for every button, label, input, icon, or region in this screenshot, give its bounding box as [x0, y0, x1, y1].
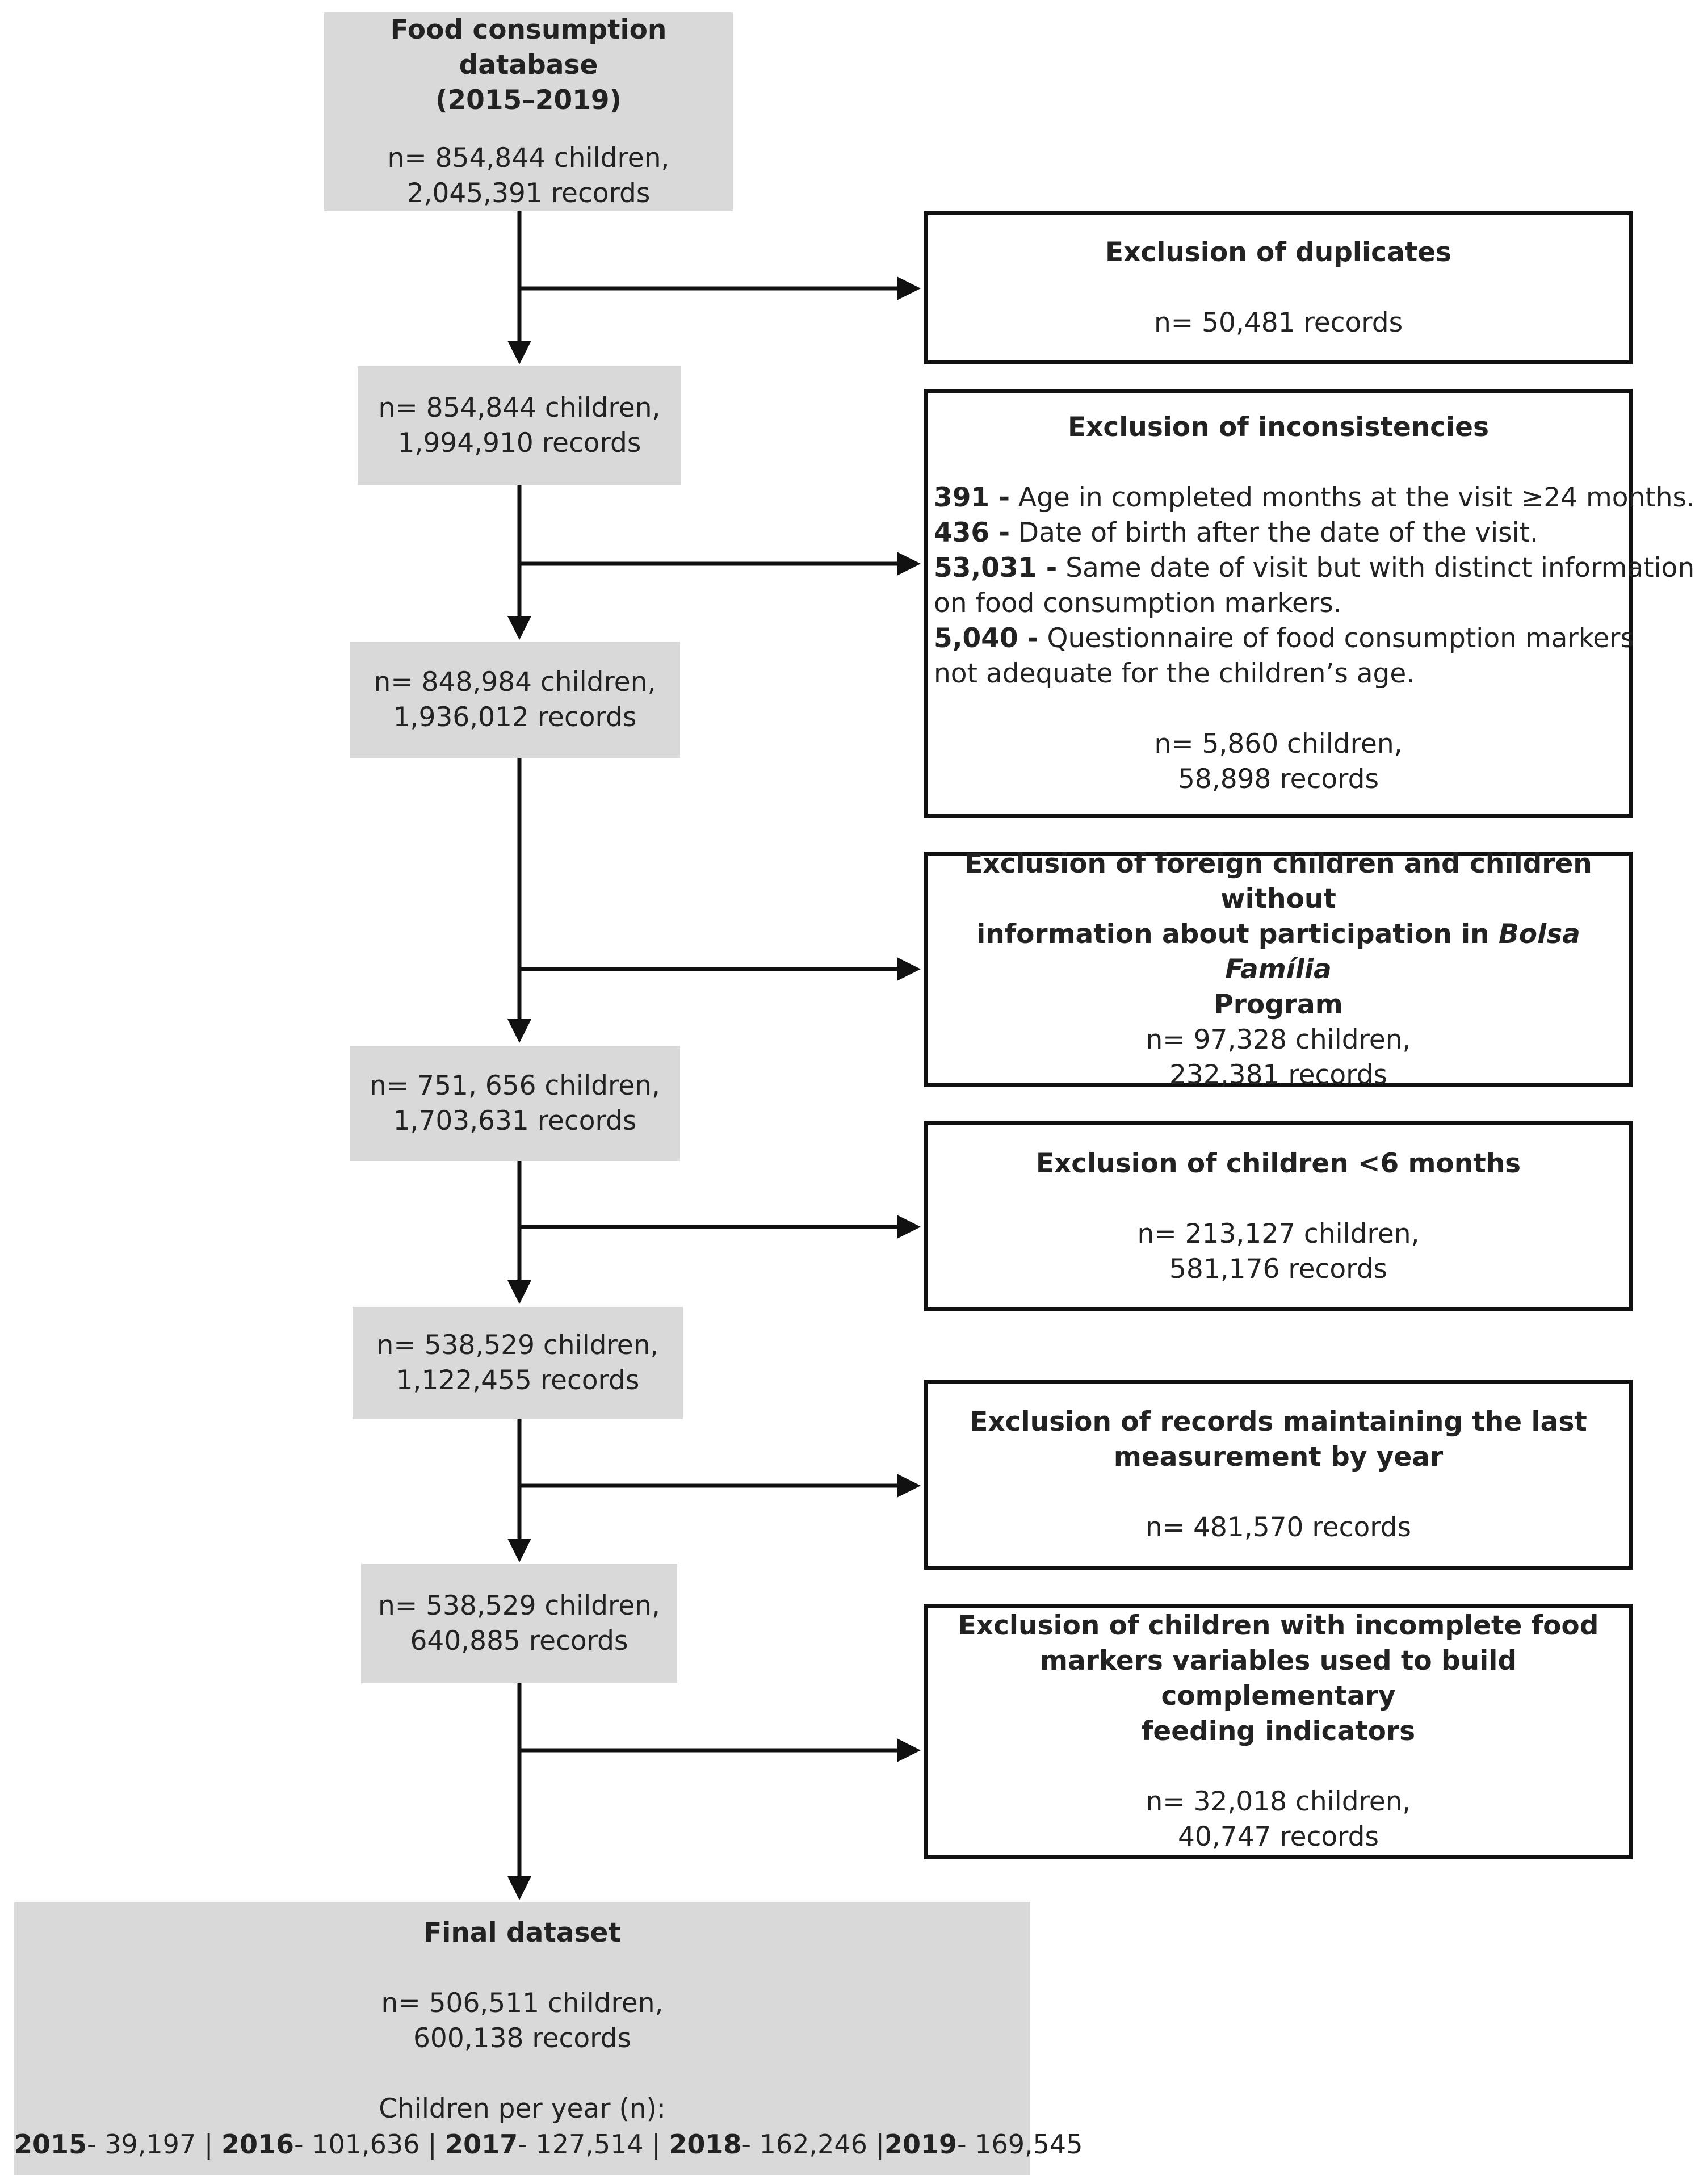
year-label: 2016 — [221, 2129, 294, 2160]
step-children: n= 538,529 children, — [378, 1590, 660, 1621]
year-value: - 127,514 | — [518, 2129, 669, 2160]
exclusion-title-line-3: feeding indicators — [1141, 1716, 1416, 1747]
exclusion-children: n= 97,328 children, — [1146, 1024, 1411, 1055]
year-value: - 162,246 | — [741, 2129, 884, 2160]
exclusion-duplicates-box: Exclusion of duplicates n= 50,481 record… — [924, 211, 1633, 364]
exclusion-title: Exclusion of inconsistencies — [1067, 411, 1490, 443]
exclusion-title-line-1: Exclusion of foreign children and childr… — [964, 848, 1592, 915]
step-children: n= 538,529 children, — [376, 1330, 659, 1361]
final-dataset-box: Final dataset n= 506,511 children, 600,1… — [14, 1902, 1083, 2175]
exclusion-lastmeasure-box: Exclusion of records maintaining the las… — [924, 1380, 1633, 1570]
step-after-foreign: n= 751, 656 children, 1,703,631 records — [350, 1046, 680, 1161]
step-after-under6: n= 538,529 children, 1,122,455 records — [353, 1307, 683, 1419]
source-subtitle: (2015–2019) — [435, 85, 622, 116]
inconsistency-item: 53,031 - Same date of visit but with dis… — [934, 552, 1695, 584]
inconsistency-item: 436 - Date of birth after the date of th… — [934, 517, 1539, 548]
step-after-duplicates: n= 854,844 children, 1,994,910 records — [358, 366, 681, 485]
year-label: 2015 — [14, 2129, 87, 2160]
step-records: 640,885 records — [410, 1625, 628, 1657]
final-title: Final dataset — [423, 1917, 621, 1948]
exclusion-children: n= 5,860 children, — [1154, 728, 1403, 760]
exclusion-children: n= 213,127 children, — [1137, 1218, 1420, 1250]
exclusion-inconsistencies-box: Exclusion of inconsistencies 391 - Age i… — [924, 389, 1695, 818]
step-after-lastmeasure: n= 538,529 children, 640,885 records — [361, 1564, 677, 1683]
step-records: 1,936,012 records — [393, 701, 637, 733]
exclusion-title-line-1: Exclusion of children with incomplete fo… — [958, 1610, 1599, 1641]
exclusion-under6-box: Exclusion of children <6 months n= 213,1… — [924, 1121, 1633, 1311]
step-after-inconsistencies: n= 848,984 children, 1,936,012 records — [350, 642, 680, 758]
source-database-box: Food consumption database (2015–2019) n=… — [324, 12, 733, 211]
exclusion-children: n= 32,018 children, — [1146, 1786, 1411, 1817]
year-value: - 169,545 — [957, 2129, 1083, 2160]
exclusion-records: 232,381 records — [1169, 1059, 1387, 1091]
source-records: 2,045,391 records — [406, 178, 651, 209]
final-records: 600,138 records — [413, 2023, 631, 2054]
children-per-year: 2015- 39,197 | 2016- 101,636 | 2017- 127… — [14, 2127, 1083, 2162]
step-records: 1,122,455 records — [396, 1365, 640, 1396]
exclusion-title: Exclusion of children <6 months — [1035, 1147, 1521, 1179]
inconsistency-list: 391 - Age in completed months at the vis… — [928, 480, 1695, 691]
step-children: n= 751, 656 children, — [370, 1070, 660, 1101]
inconsistency-item: not adequate for the children’s age. — [934, 657, 1415, 689]
year-label: 2018 — [669, 2129, 742, 2160]
inconsistency-item: 391 - Age in completed months at the vis… — [934, 481, 1695, 513]
step-children: n= 854,844 children, — [378, 392, 661, 424]
exclusion-records: n= 50,481 records — [1153, 307, 1403, 338]
year-label: 2017 — [445, 2129, 518, 2160]
exclusion-title-line-2: measurement by year — [1113, 1441, 1444, 1473]
children-per-year-label: Children per year (n): — [379, 2093, 666, 2124]
flow-arrows — [507, 210, 921, 1900]
exclusion-title: Exclusion of duplicates — [1105, 237, 1451, 268]
exclusion-records: 581,176 records — [1169, 1253, 1387, 1285]
source-title: Food consumption database — [390, 14, 667, 81]
exclusion-title-line-2: information about participation in Bolsa… — [976, 918, 1580, 985]
year-label: 2019 — [884, 2129, 958, 2160]
step-records: 1,703,631 records — [393, 1105, 637, 1137]
exclusion-title-line-3: Program — [1214, 988, 1343, 1020]
exclusion-records: 40,747 records — [1177, 1821, 1379, 1852]
program-name: Bolsa Família — [1225, 918, 1580, 985]
source-children: n= 854,844 children, — [387, 142, 670, 174]
exclusion-title-line-1: Exclusion of records maintaining the las… — [970, 1406, 1587, 1437]
final-children: n= 506,511 children, — [381, 1988, 664, 2019]
exclusion-title-line-2: markers variables used to build compleme… — [1040, 1645, 1517, 1712]
inconsistency-item: on food consumption markers. — [934, 587, 1342, 619]
inconsistency-item: 5,040 - Questionnaire of food consumptio… — [934, 622, 1634, 654]
year-value: - 101,636 | — [293, 2129, 446, 2160]
step-records: 1,994,910 records — [397, 427, 641, 459]
step-children: n= 848,984 children, — [374, 666, 656, 698]
exclusion-foreign-box: Exclusion of foreign children and childr… — [924, 848, 1633, 1091]
exclusion-incomplete-box: Exclusion of children with incomplete fo… — [924, 1604, 1633, 1859]
exclusion-records: 58,898 records — [1177, 763, 1379, 795]
year-value: - 39,197 | — [87, 2129, 221, 2160]
exclusion-records: n= 481,570 records — [1145, 1511, 1412, 1543]
